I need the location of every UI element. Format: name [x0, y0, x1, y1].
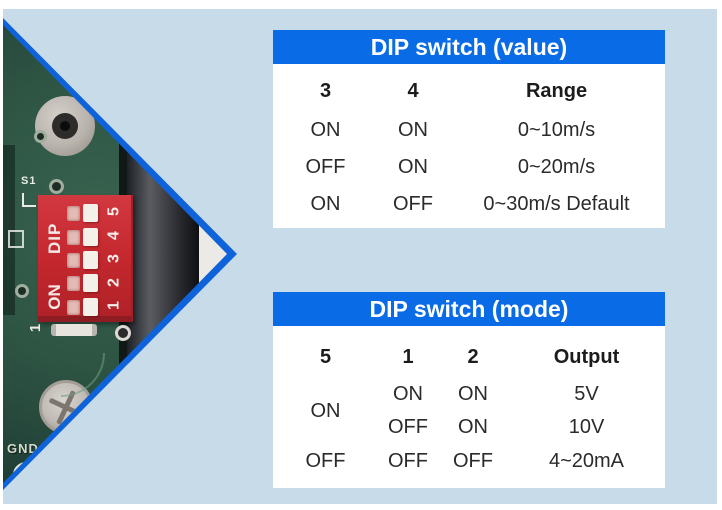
- position-number: 4: [105, 230, 123, 240]
- position-number: 1: [105, 301, 123, 310]
- silkscreen-s1-label: S1: [21, 175, 37, 187]
- table-cell: OFF: [388, 449, 428, 472]
- silkscreen-1-label: 1: [27, 323, 44, 333]
- table-cell: 0~30m/s Default: [483, 192, 630, 215]
- table-cell: OFF: [305, 449, 346, 472]
- table-cell: OFF: [393, 192, 433, 215]
- content-panel: S1 GND DIP ON 5 4 3 2 1: [3, 9, 717, 504]
- lever: [83, 228, 98, 246]
- column-header-range: Range: [525, 79, 588, 102]
- silkscreen-box: [8, 230, 24, 248]
- pcb-photo: S1 GND DIP ON 5 4 3 2 1: [3, 25, 227, 483]
- column-header-3: 3: [319, 79, 332, 102]
- solder-pad: [18, 287, 26, 295]
- lever-slot: [67, 230, 80, 245]
- lever-slot: [67, 300, 80, 315]
- enclosure-edge: [127, 25, 199, 483]
- lever-slot: [67, 276, 80, 291]
- table-cell: ON: [398, 119, 428, 141]
- solder-ring-pad: [13, 462, 39, 483]
- table-cell: OFF: [305, 155, 346, 178]
- table-cell: ON: [393, 383, 423, 405]
- photo-background: [199, 25, 227, 483]
- column-header-1: 1: [402, 345, 414, 368]
- lever-slot: [67, 253, 80, 268]
- standoff-top: [35, 96, 95, 156]
- table-cell: 10V: [568, 416, 605, 438]
- table-cell: ON: [310, 192, 341, 215]
- table-cell: ON: [398, 155, 428, 178]
- lever-slot: [67, 206, 80, 221]
- jumper-component: [51, 324, 97, 336]
- dip-value-table-body: 3 4 Range ON ON 0~10m/s OFF ON 0~20m/s O…: [273, 64, 665, 223]
- lever: [83, 251, 98, 269]
- table-cell-rowspan: ON: [310, 399, 341, 422]
- photo-triangle-border: S1 GND DIP ON 5 4 3 2 1: [3, 18, 237, 490]
- position-number: 2: [105, 277, 123, 287]
- position-number: 5: [105, 207, 123, 216]
- table-cell: 0~10m/s: [517, 119, 596, 141]
- dip-switch-position-numbers: 5 4 3 2 1: [102, 201, 126, 316]
- column-header-4: 4: [407, 79, 419, 102]
- jumper-pad: [115, 325, 131, 341]
- solder-pad: [37, 133, 44, 140]
- dip-mode-table: DIP switch (mode) 5 1 2 Output ON ON ON …: [273, 292, 665, 488]
- dip-mode-table-body: 5 1 2 Output ON ON ON 5V OFF ON 10V OFF …: [273, 326, 665, 478]
- table-cell: 5V: [574, 383, 599, 405]
- table-cell: OFF: [388, 416, 428, 438]
- lever: [83, 274, 98, 292]
- silkscreen-bracket: [22, 193, 36, 207]
- dip-value-table: DIP switch (value) 3 4 Range ON ON 0~10m…: [273, 30, 665, 228]
- table-cell: ON: [310, 119, 341, 141]
- dip-switch[interactable]: DIP ON 5 4 3 2 1: [38, 195, 133, 322]
- table-cell: 4~20mA: [548, 449, 625, 472]
- column-header-output: Output: [553, 345, 620, 368]
- table-cell: ON: [458, 383, 488, 405]
- table-cell: 0~20m/s: [517, 155, 596, 178]
- dip-mode-table-title: DIP switch (mode): [273, 292, 665, 326]
- table-cell: OFF: [453, 449, 493, 472]
- column-header-5: 5: [319, 345, 332, 368]
- pcb-trace: [61, 353, 105, 397]
- silkscreen-gnd-label: GND: [7, 441, 39, 456]
- column-header-2: 2: [467, 345, 479, 368]
- standoff-grommet: [52, 113, 78, 139]
- solder-pad: [52, 182, 61, 191]
- table-cell: ON: [458, 416, 488, 438]
- position-number: 3: [105, 254, 123, 263]
- dip-value-table-title: DIP switch (value): [273, 30, 665, 64]
- lever: [83, 204, 98, 222]
- lever: [83, 298, 98, 316]
- standoff-hole: [60, 121, 70, 131]
